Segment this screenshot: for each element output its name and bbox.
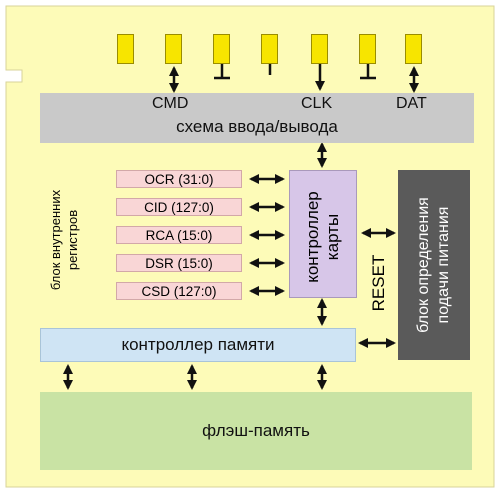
register-dsr: DSR (15:0) bbox=[116, 254, 242, 272]
register-ocr: OCR (31:0) bbox=[116, 170, 242, 188]
contact-pin-2 bbox=[165, 34, 182, 64]
register-group-label: блок внутренних регистров bbox=[47, 185, 85, 295]
contact-pin-7 bbox=[405, 34, 422, 64]
register-rca: RCA (15:0) bbox=[116, 226, 242, 244]
flash-memory-block: флэш-память bbox=[40, 392, 472, 470]
card-controller-label-line1: контроллер bbox=[303, 191, 322, 283]
power-block-label: блок определения подачи питания bbox=[414, 175, 454, 355]
power-block-label-line1: блок определения bbox=[415, 197, 432, 333]
clk-label: CLK bbox=[301, 95, 333, 112]
contact-pin-1 bbox=[117, 34, 134, 64]
io-block-label: схема ввода/вывода bbox=[176, 117, 338, 136]
register-group-label-line1: блок внутренних bbox=[48, 189, 63, 291]
flash-memory-label: флэш-память bbox=[202, 421, 310, 440]
cmd-label: CMD bbox=[152, 95, 189, 112]
reset-label: RESET bbox=[369, 254, 388, 312]
register-cid: CID (127:0) bbox=[116, 198, 242, 216]
memory-controller-label: контроллер памяти bbox=[121, 335, 275, 354]
power-block bbox=[398, 170, 470, 360]
card-controller-label: контроллер карты bbox=[303, 172, 343, 302]
contact-pin-6 bbox=[359, 34, 376, 64]
contact-pin-4 bbox=[261, 34, 278, 64]
card-controller-label-line2: карты bbox=[323, 213, 342, 261]
contact-pin-5 bbox=[311, 34, 328, 64]
power-block-label-line2: подачи питания bbox=[435, 206, 452, 324]
dat-label: DAT bbox=[396, 95, 427, 112]
contact-pin-3 bbox=[213, 34, 230, 64]
register-csd: CSD (127:0) bbox=[116, 282, 242, 300]
memory-controller-block: контроллер памяти bbox=[40, 328, 356, 362]
io-block bbox=[40, 93, 474, 143]
register-group-label-line2: регистров bbox=[65, 209, 80, 271]
card-controller-block bbox=[289, 170, 357, 298]
